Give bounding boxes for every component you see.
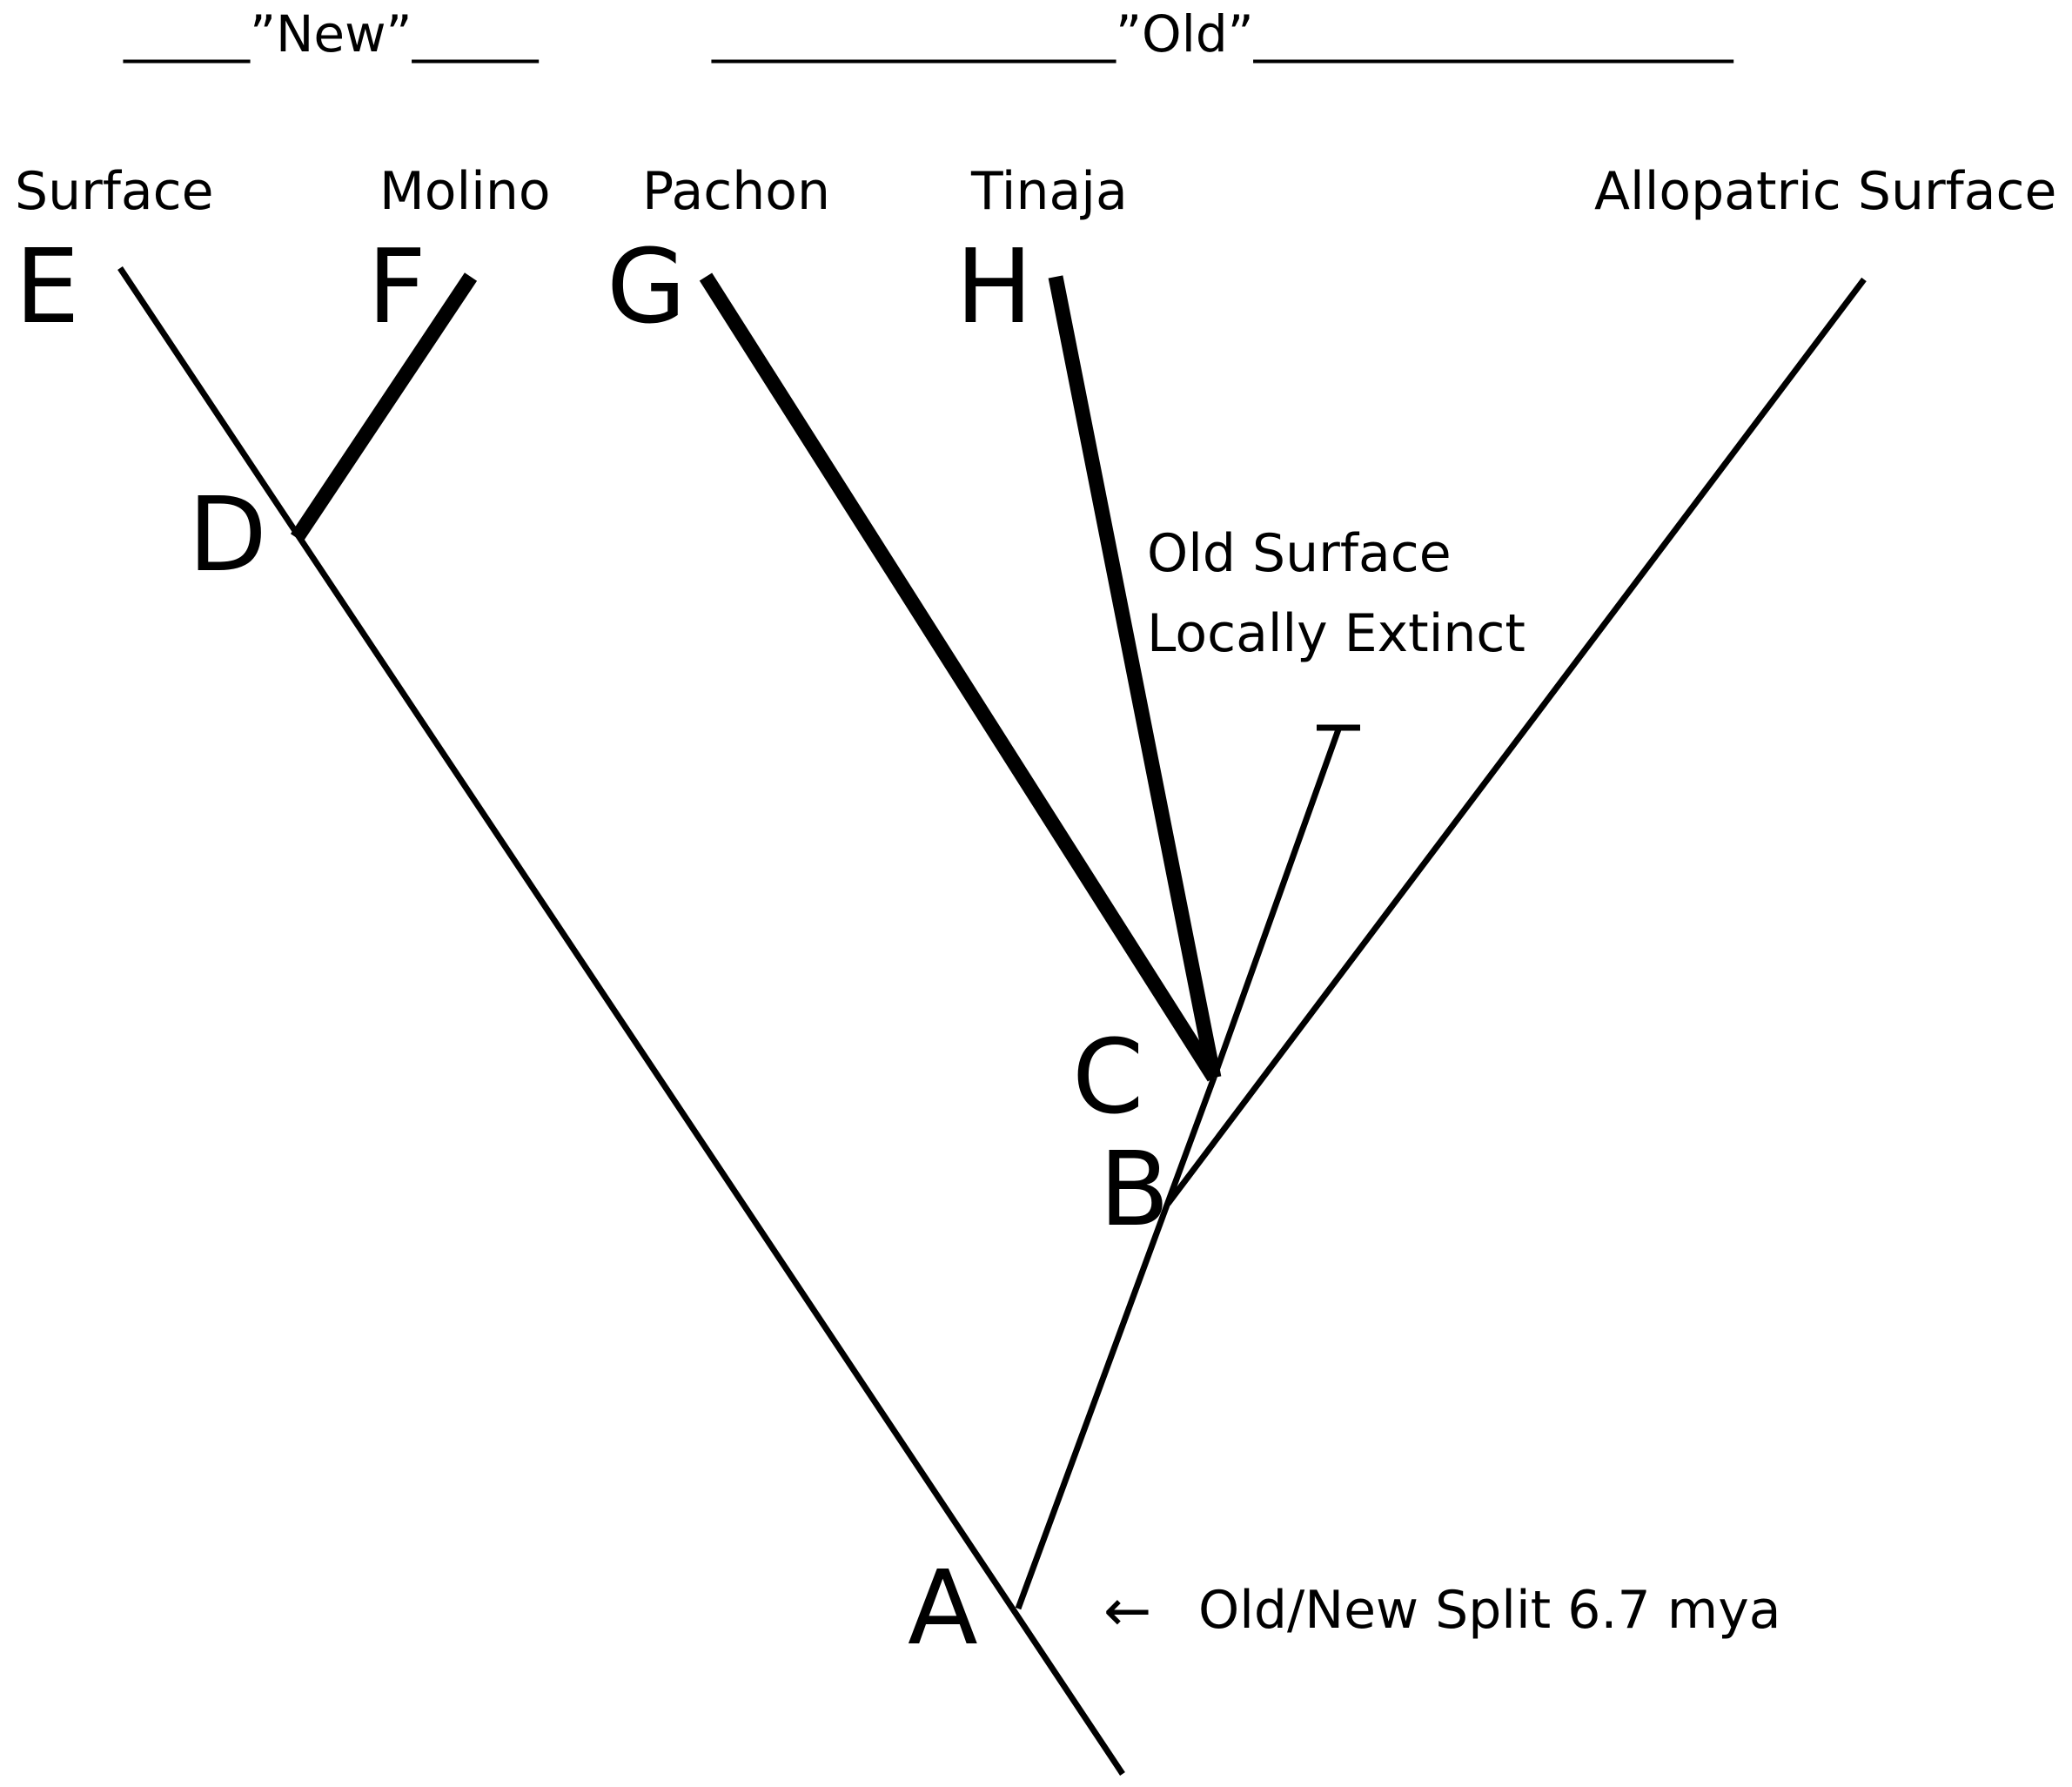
branch-d-to-molino (290, 272, 478, 542)
taxon-name-molino: Molino (379, 161, 551, 222)
branch-c-to-extinct (1210, 728, 1342, 1079)
tip-letter-f: F (367, 226, 426, 346)
group-label-new: _____”New”_____ (124, 4, 539, 64)
group-label-old: ________________”Old”___________________ (712, 4, 1733, 64)
taxon-name-pachon: Pachon (642, 161, 831, 222)
branch-c-to-tinaja (1048, 275, 1222, 1079)
node-letter-b: B (1099, 1129, 1170, 1249)
node-letter-d: D (188, 474, 267, 595)
split-annotation: Old/New Split 6.7 mya (1198, 1580, 1781, 1641)
node-letter-c: C (1072, 1017, 1144, 1137)
node-letter-a: A (908, 1548, 978, 1668)
taxon-name-surface: Surface (15, 161, 214, 222)
branch-b-to-allopatric (1165, 277, 1867, 1206)
taxon-name-tinaja: Tinaja (971, 161, 1128, 222)
taxon-name-allopatric-surface: Allopatric Surface (1594, 161, 2057, 222)
branch-root-to-e (117, 266, 1125, 1776)
split-arrow-icon: ← (1103, 1577, 1152, 1644)
extinct-annotation: Old Surface Locally Extinct (1147, 514, 1526, 674)
tip-letter-h: H (956, 226, 1033, 346)
branch-c-to-pachon (699, 272, 1221, 1082)
branch-a-to-c (1015, 1076, 1217, 1610)
extinct-annotation-line1: Old Surface (1147, 523, 1452, 584)
extinct-annotation-line2: Locally Extinct (1147, 603, 1526, 664)
tip-letter-g: G (607, 226, 687, 346)
tip-letter-e: E (15, 226, 80, 346)
